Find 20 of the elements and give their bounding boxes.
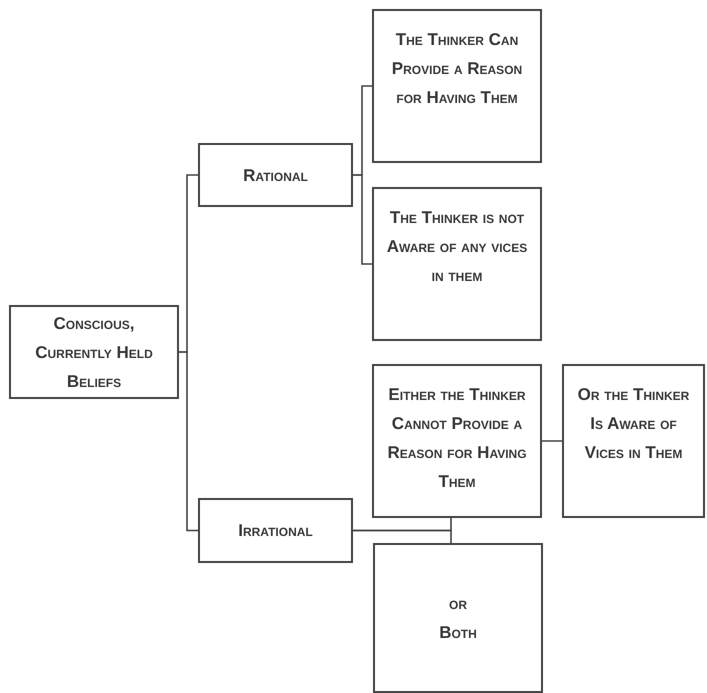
connector-line [353, 530, 452, 543]
box-label: Either the Thinker Cannot Provide a Reason for Having Them [386, 384, 528, 493]
box-label: Or the Thinker Is Aware of Vices in Them [576, 384, 690, 464]
box-label: Rational [242, 164, 309, 186]
category-box [372, 187, 542, 341]
category-box [562, 364, 705, 518]
category-box [373, 543, 543, 693]
connector-line [353, 174, 372, 265]
box-label: The Thinker is not Aware of any vices in them [386, 207, 528, 287]
category-box [198, 498, 353, 563]
category-box [372, 364, 542, 518]
box-label: Irrational [237, 520, 314, 542]
category-box [9, 305, 179, 399]
box-label: or Both [438, 593, 478, 644]
box-label: Conscious, Currently Held Beliefs [34, 312, 154, 392]
connector-line [179, 351, 198, 532]
category-box [198, 143, 353, 207]
category-box [372, 9, 542, 163]
connector-line [542, 440, 562, 442]
box-label: The Thinker Can Provide a Reason for Having Them [390, 29, 524, 109]
